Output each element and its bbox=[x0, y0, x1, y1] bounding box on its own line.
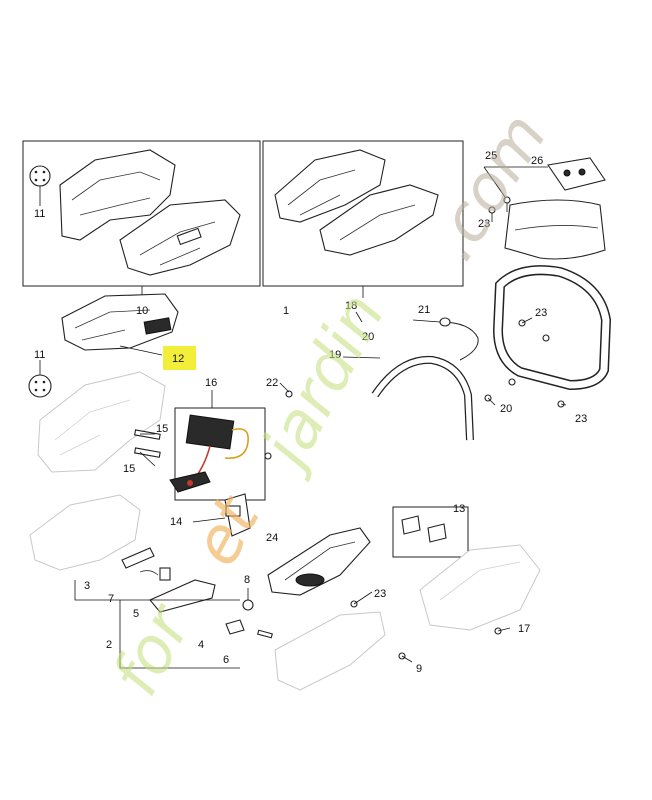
bracket-14 bbox=[224, 493, 251, 537]
callout-17: 17 bbox=[518, 623, 530, 635]
callout-18: 18 bbox=[345, 300, 357, 312]
cover-part-12 bbox=[61, 293, 179, 351]
callout-25: 25 bbox=[485, 150, 497, 162]
callout-15-lower: 15 bbox=[123, 463, 135, 475]
callout-11-top: 11 bbox=[34, 208, 45, 220]
leader-lines bbox=[139, 166, 567, 663]
callout-11-mid: 11 bbox=[34, 349, 45, 361]
housing-box-10 bbox=[22, 140, 261, 287]
callout-9: 9 bbox=[416, 663, 422, 675]
callout-19: 19 bbox=[329, 349, 341, 361]
housing-half-left-illustration bbox=[29, 149, 241, 276]
rail-pieces-15 bbox=[134, 429, 161, 458]
callout-20-top: 20 bbox=[362, 331, 374, 343]
electronics-box-16 bbox=[174, 407, 266, 501]
callout-20-right: 20 bbox=[500, 403, 512, 415]
callout-2: 2 bbox=[106, 639, 112, 651]
callout-23-bottom: 23 bbox=[374, 588, 386, 600]
callout-13: 13 bbox=[453, 503, 465, 515]
highlight-box-12 bbox=[163, 346, 196, 370]
callout-12: 12 bbox=[172, 353, 184, 365]
callout-22: 22 bbox=[266, 377, 278, 389]
callout-5: 5 bbox=[133, 608, 139, 620]
electronics-module-16 bbox=[169, 414, 249, 493]
small-parts-assembly bbox=[121, 547, 273, 639]
callout-14: 14 bbox=[170, 516, 182, 528]
cable-21 bbox=[439, 321, 479, 361]
ghost-housing-lower bbox=[29, 494, 541, 691]
front-handle-19 bbox=[286, 374, 392, 499]
callout-6: 6 bbox=[223, 654, 229, 666]
callout-3: 3 bbox=[84, 580, 90, 592]
callout-1: 1 bbox=[283, 305, 289, 317]
callout-15-upper: 15 bbox=[156, 423, 168, 435]
callout-7: 7 bbox=[108, 593, 114, 605]
watermark-text-part-b: et bbox=[179, 483, 276, 577]
pads-box-13 bbox=[392, 506, 469, 558]
trigger-assembly-24 bbox=[267, 527, 371, 596]
callout-16: 16 bbox=[205, 377, 217, 389]
callout-23-right: 23 bbox=[535, 307, 547, 319]
callout-23-bottom-right: 23 bbox=[575, 413, 587, 425]
callout-26: 26 bbox=[531, 155, 543, 167]
watermark-text-part-a: for bbox=[99, 592, 207, 708]
housing-half-right-illustration bbox=[274, 149, 439, 256]
ghost-housing-left bbox=[28, 360, 166, 473]
handle-loop-20 bbox=[371, 355, 474, 441]
callout-23-top: 23 bbox=[478, 218, 490, 230]
callout-4: 4 bbox=[198, 639, 204, 651]
rear-handle-frame bbox=[492, 157, 612, 391]
callout-21: 21 bbox=[418, 304, 430, 316]
callout-8: 8 bbox=[244, 574, 250, 586]
callout-10: 10 bbox=[136, 305, 148, 317]
callout-24: 24 bbox=[266, 532, 278, 544]
